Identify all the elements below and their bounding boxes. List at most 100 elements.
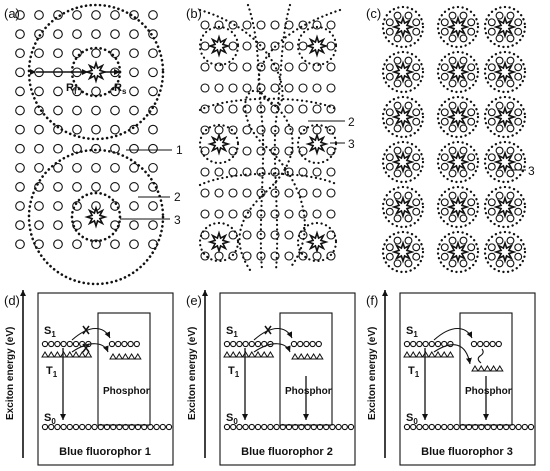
host-site: [459, 236, 468, 245]
host-site: [315, 340, 322, 348]
host-site: [200, 62, 210, 72]
host-site: [129, 67, 139, 78]
host-site: [467, 63, 476, 72]
host-site: [323, 423, 330, 431]
host-site: [495, 56, 504, 65]
host-site: [470, 340, 478, 348]
host-site: [122, 423, 129, 431]
host-site: [467, 18, 476, 27]
r-s-label: Rs: [114, 82, 127, 96]
host-site: [230, 423, 237, 431]
s1-label: S1: [226, 325, 238, 339]
host-site: [148, 48, 158, 59]
host-site: [270, 41, 280, 51]
triplet-transfer-arrow: [253, 343, 291, 353]
host-site: [495, 34, 504, 43]
host-site: [200, 209, 210, 219]
triplet-state-mark: [297, 353, 306, 360]
dotted-radius-circle: [436, 230, 480, 274]
host-site: [385, 207, 394, 216]
host-site: [393, 101, 402, 110]
host-site: [256, 146, 266, 156]
host-site: [434, 340, 442, 348]
t1-label: T1: [46, 365, 58, 379]
host-site: [34, 124, 44, 135]
host-site: [148, 10, 158, 20]
host-site: [34, 48, 44, 59]
host-site: [284, 20, 294, 30]
host-site: [459, 79, 468, 88]
host-site: [514, 153, 523, 162]
host-site: [79, 423, 86, 431]
host-site: [270, 62, 280, 72]
host-site: [15, 29, 25, 39]
host-site: [72, 29, 82, 39]
host-site: [326, 146, 336, 156]
dotted-overlap-arc: [238, 8, 342, 272]
energy-axis-label: Exciton energy (eV): [367, 327, 378, 420]
host-site: [467, 117, 476, 126]
dotted-radius-circle: [381, 140, 425, 184]
emitter-star-icon: [207, 34, 231, 58]
emitter-star-icon: [493, 150, 517, 174]
host-site: [326, 83, 336, 93]
host-site: [34, 143, 44, 154]
host-site: [110, 105, 120, 116]
host-site: [292, 423, 299, 431]
host-site: [273, 423, 280, 431]
host-site: [487, 27, 496, 36]
host-site: [129, 220, 139, 230]
callout-2-b: 2: [348, 115, 355, 129]
panel-a-label: (a): [4, 6, 20, 21]
triplet-state-mark: [53, 351, 62, 358]
triplet-state-mark: [41, 351, 49, 358]
host-site: [254, 340, 262, 348]
host-site: [228, 146, 238, 156]
host-site: [487, 243, 496, 252]
triplet-state-mark: [315, 353, 324, 360]
host-site: [385, 27, 394, 36]
host-site: [326, 104, 336, 114]
host-site: [297, 340, 304, 348]
dotted-radius-circle: [296, 25, 338, 67]
host-site: [148, 86, 158, 97]
emitter-star-icon: [84, 205, 108, 229]
host-site: [467, 153, 476, 162]
host-site: [279, 423, 286, 431]
host-site: [165, 423, 173, 431]
host-site: [285, 423, 293, 431]
phosphor-box: [97, 312, 151, 426]
host-site: [242, 340, 249, 348]
host-site: [514, 63, 523, 72]
host-site: [298, 20, 308, 30]
host-site: [214, 167, 224, 177]
host-site: [53, 105, 63, 116]
host-site: [290, 340, 298, 348]
host-site: [298, 83, 308, 93]
host-site: [214, 83, 224, 93]
fluorophor-box: [37, 292, 174, 466]
host-site: [256, 167, 266, 177]
host-site: [521, 423, 528, 431]
host-site: [15, 162, 25, 173]
host-site: [214, 188, 224, 198]
host-site: [148, 67, 158, 78]
host-site: [465, 423, 473, 431]
host-site: [228, 20, 238, 30]
host-site: [66, 423, 73, 431]
triplet-state-mark: [303, 353, 312, 360]
host-site: [326, 20, 336, 30]
host-site: [72, 239, 82, 250]
host-site: [448, 191, 457, 200]
s1-label: S1: [44, 325, 56, 339]
host-site: [270, 20, 280, 30]
host-site: [404, 146, 413, 155]
triplet-transfer-arrow: [433, 344, 472, 365]
host-site: [223, 340, 231, 348]
dotted-radius-circle: [27, 3, 165, 141]
host-site: [148, 162, 158, 173]
emitter-star-icon: [305, 132, 329, 156]
host-site: [434, 423, 442, 431]
host-site: [326, 251, 336, 261]
